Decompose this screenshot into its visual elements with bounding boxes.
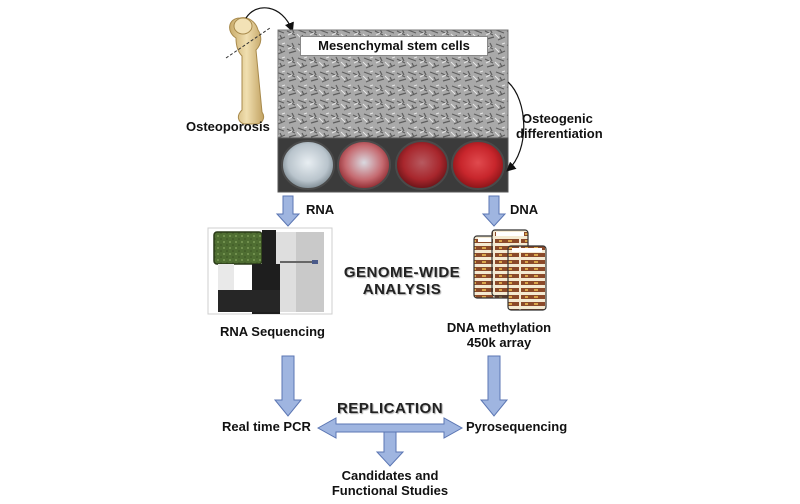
rna-down-arrow <box>275 195 301 227</box>
dna-down-arrow <box>481 195 507 227</box>
rna-to-pcr-arrow <box>273 355 303 417</box>
rna-label: RNA <box>306 202 335 217</box>
dna-label: DNA <box>510 202 539 217</box>
genome-wide-label-line1: GENOME-WIDE <box>343 264 461 281</box>
osteogenic-label-line2: differentiation <box>516 126 603 141</box>
bone-to-cells-arrow <box>245 7 294 33</box>
bone-icon <box>225 17 271 125</box>
candidates-label-line2: Functional Studies <box>331 483 449 498</box>
dna-methylation-label-line2: 450k array <box>466 335 532 350</box>
pyrosequencing-label: Pyrosequencing <box>466 419 568 434</box>
replication-double-arrow <box>316 417 464 439</box>
osteogenic-arrow <box>506 81 525 172</box>
osteogenic-label-line1: Osteogenic <box>522 111 593 126</box>
rna-sequencing-label: RNA Sequencing <box>220 324 325 339</box>
replication-label: REPLICATION <box>336 400 444 417</box>
dna-to-pyro-arrow <box>479 355 509 417</box>
candidates-down-arrow <box>375 431 405 467</box>
real-time-pcr-label: Real time PCR <box>222 419 311 434</box>
candidates-label-line1: Candidates and <box>341 468 439 483</box>
mesenchymal-stem-cells-label: Mesenchymal stem cells <box>300 36 488 56</box>
genome-wide-label-line2: ANALYSIS <box>362 281 442 298</box>
osteoporosis-label: Osteoporosis <box>186 119 270 134</box>
sequencer-icon <box>207 227 333 315</box>
stained-wells-image <box>277 137 509 193</box>
dna-methylation-label-line1: DNA methylation <box>446 320 552 335</box>
methylation-array-icon <box>473 229 547 311</box>
